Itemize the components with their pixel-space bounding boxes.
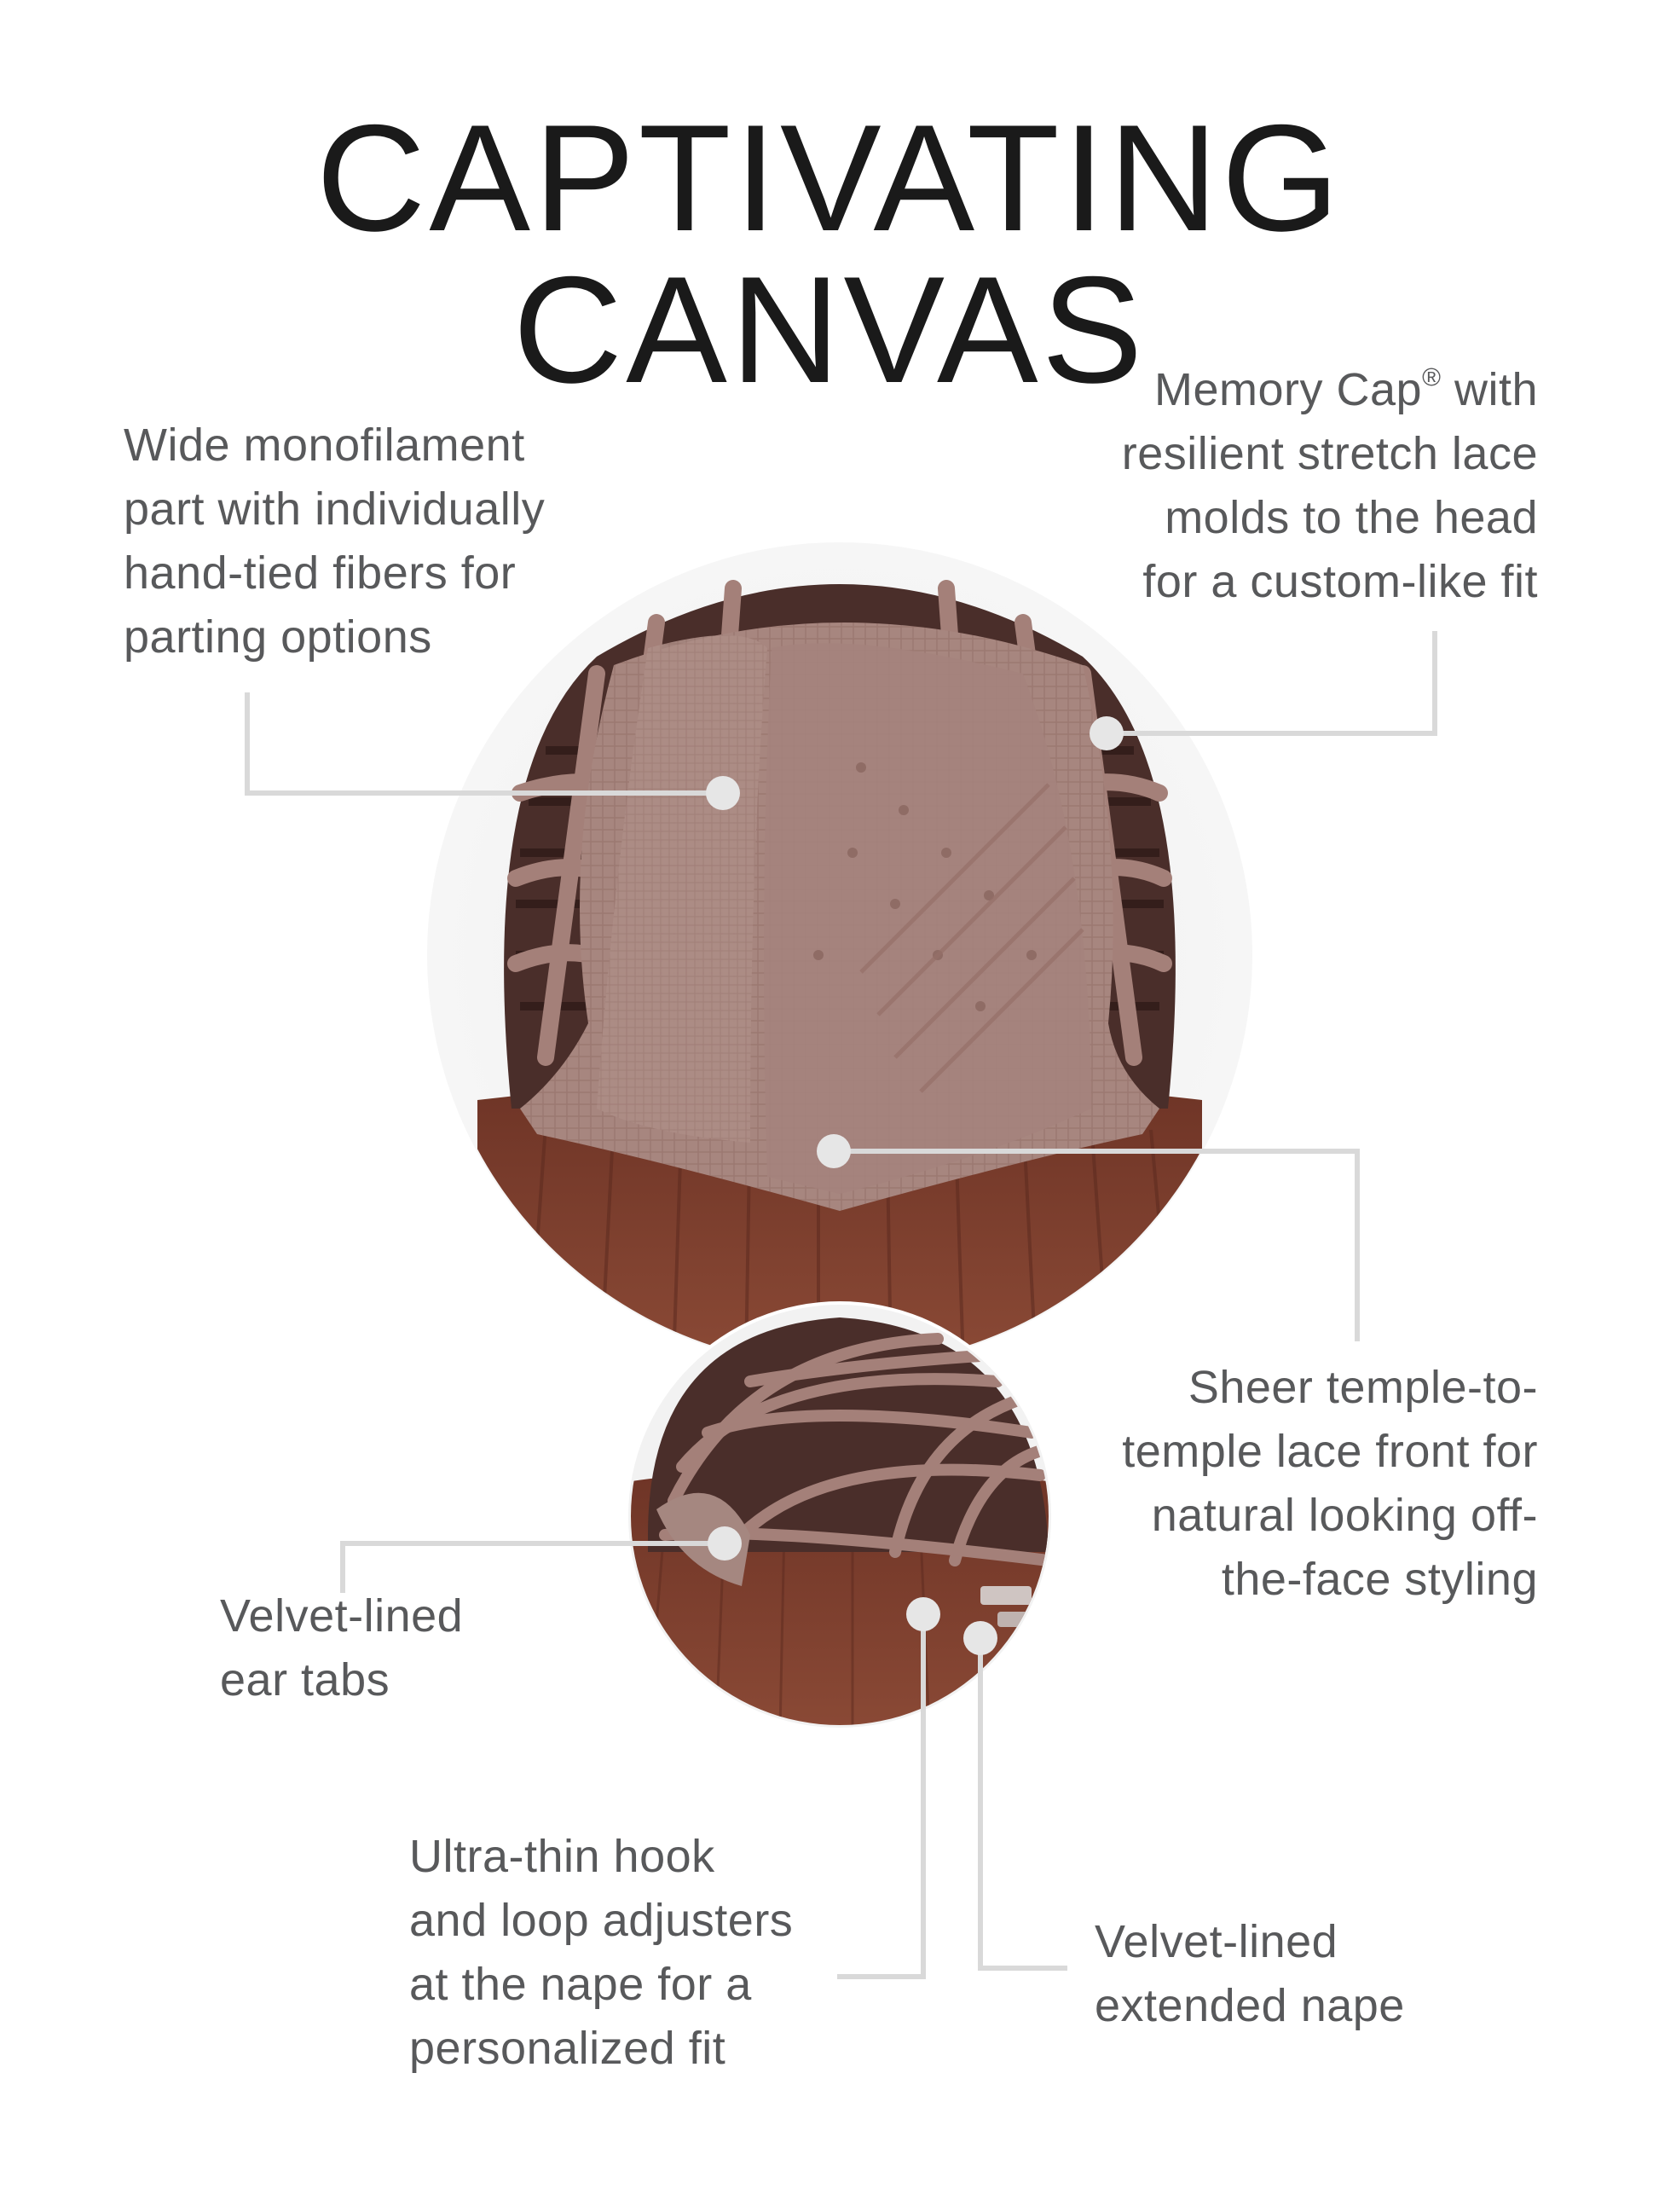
- callout-adjusters: Ultra-thin hook and loop adjusters at th…: [409, 1825, 793, 2081]
- callout-line: personalized fit: [409, 2023, 726, 2074]
- callout-lace-front: Sheer temple-to- temple lace front for n…: [1122, 1356, 1538, 1612]
- callout-dots: [706, 716, 1124, 1655]
- callout-line: Wide monofilament: [124, 420, 525, 471]
- callout-line: extended nape: [1095, 1980, 1405, 2031]
- callout-line: molds to the head: [1165, 492, 1538, 543]
- callout-dot: [706, 776, 740, 810]
- callout-dot: [817, 1134, 851, 1168]
- callout-line: Memory Cap® with: [1122, 358, 1538, 422]
- leader-nape: [978, 1638, 1067, 1971]
- callout-line: parting options: [124, 611, 432, 663]
- memory-cap-tail: with: [1441, 364, 1538, 415]
- callout-line: Velvet-lined: [1095, 1916, 1338, 1967]
- callout-line: for a custom-like fit: [1142, 556, 1538, 607]
- callout-line: Velvet-lined: [220, 1590, 464, 1642]
- page-title: CAPTIVATING CANVAS: [315, 93, 1344, 414]
- callout-dot: [708, 1526, 742, 1561]
- registered-mark: ®: [1422, 363, 1442, 392]
- callout-line: Sheer temple-to-: [1188, 1362, 1538, 1413]
- leader-ear-tabs: [340, 1541, 725, 1593]
- callout-monofilament: Wide monofilament part with individually…: [124, 414, 545, 669]
- callout-nape: Velvet-lined extended nape: [1095, 1910, 1405, 2038]
- callout-line: part with individually: [124, 484, 546, 535]
- leader-lace-front: [834, 1149, 1360, 1341]
- callout-line: resilient stretch lace: [1121, 428, 1538, 479]
- main-cap-photo: [427, 542, 1252, 1368]
- callout-dot: [963, 1621, 997, 1655]
- callout-line: ear tabs: [220, 1654, 390, 1705]
- leader-monofilament: [245, 692, 723, 796]
- callout-dot: [1090, 716, 1124, 750]
- inset-cap-photo: [625, 1301, 1055, 1731]
- leader-lines: [245, 631, 1437, 1979]
- leader-memory-cap: [1107, 631, 1437, 736]
- callout-line: at the nape for a: [409, 1959, 752, 2010]
- callout-line: and loop adjusters: [409, 1895, 794, 1946]
- callout-line: the-face styling: [1221, 1554, 1538, 1605]
- callout-dot: [906, 1597, 940, 1631]
- memory-cap-label: Memory Cap: [1154, 364, 1423, 415]
- leader-adjusters: [837, 1614, 926, 1979]
- callout-line: Ultra-thin hook: [409, 1831, 715, 1882]
- callout-line: temple lace front for: [1122, 1426, 1538, 1477]
- callout-line: hand-tied fibers for: [124, 547, 517, 599]
- callout-line: natural looking off-: [1151, 1490, 1538, 1541]
- callout-memory-cap: Memory Cap® with resilient stretch lace …: [1122, 358, 1538, 614]
- callout-ear-tabs: Velvet-lined ear tabs: [220, 1584, 463, 1712]
